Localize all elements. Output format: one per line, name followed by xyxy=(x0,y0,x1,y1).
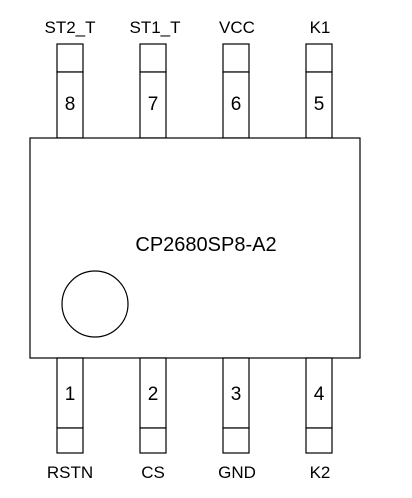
pin-1-lead xyxy=(56,357,84,429)
pin-3: 3 GND xyxy=(218,357,256,482)
pin-6-name: VCC xyxy=(219,18,255,37)
pin-6: 6 VCC xyxy=(219,18,255,139)
pin-5-lead xyxy=(305,71,333,139)
pin-7-lead-tip xyxy=(139,43,167,73)
pin-3-number: 3 xyxy=(231,384,242,405)
pin-4-lead-tip xyxy=(305,427,333,454)
pin-7-number: 7 xyxy=(148,94,159,115)
pin-2-lead-tip xyxy=(139,427,167,454)
pin-6-lead-tip xyxy=(222,43,250,73)
pin-7: 7 ST1_T xyxy=(129,18,181,139)
pin-1-number: 1 xyxy=(65,384,76,405)
pin-8: 8 ST2_T xyxy=(44,18,96,139)
pin-2-name: CS xyxy=(141,463,165,482)
pin-5-lead-tip xyxy=(305,43,333,73)
pin-5-number: 5 xyxy=(314,94,325,115)
pin-4-name: K2 xyxy=(310,463,331,482)
pin-8-number: 8 xyxy=(65,94,76,115)
chip-part-number: CP2680SP8-A2 xyxy=(135,234,276,256)
pin-5: 5 K1 xyxy=(305,18,333,139)
pin-3-lead xyxy=(222,357,250,429)
pin-6-number: 6 xyxy=(231,94,242,115)
pin-7-lead xyxy=(139,71,167,139)
pin-8-name: ST2_T xyxy=(44,18,95,37)
pin-8-lead xyxy=(56,71,84,139)
pin-7-name: ST1_T xyxy=(129,18,180,37)
pin-8-lead-tip xyxy=(56,43,84,73)
pin-3-name: GND xyxy=(218,463,256,482)
pin-1: 1 RSTN xyxy=(47,357,93,482)
pin-5-name: K1 xyxy=(310,18,331,37)
pin-1-lead-tip xyxy=(56,427,84,454)
pin-2-number: 2 xyxy=(148,384,159,405)
pin-1-name: RSTN xyxy=(47,463,93,482)
pin-4-number: 4 xyxy=(314,384,325,405)
pin-4: 4 K2 xyxy=(305,357,333,482)
pin-2: 2 CS xyxy=(139,357,167,482)
pin-3-lead-tip xyxy=(222,427,250,454)
pin-1-marker xyxy=(61,270,129,338)
